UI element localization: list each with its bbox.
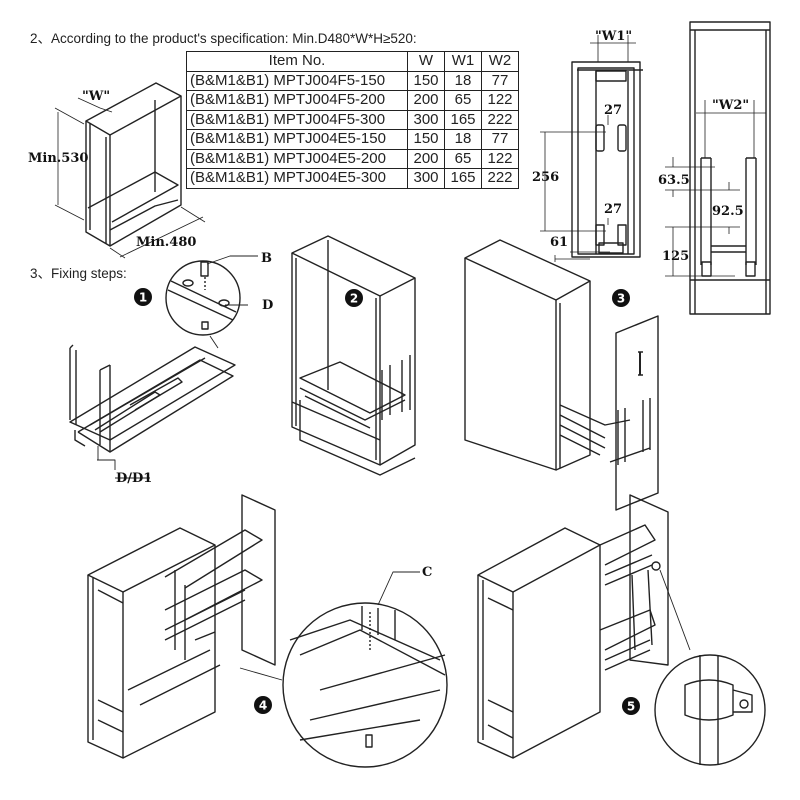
step-5-number: 5 xyxy=(627,700,635,714)
depth-dimension-label: Min.480 xyxy=(136,235,196,250)
spec-w1: 165 xyxy=(444,168,482,189)
w1-dimension-label: "W1" xyxy=(595,29,632,44)
callout-d-label: D xyxy=(262,298,273,313)
section-2-heading: 2、According to the product's specificati… xyxy=(30,31,417,46)
section-3-heading: 3、Fixing steps: xyxy=(30,266,127,281)
top-gap-27-label: 27 xyxy=(604,103,622,118)
w-dimension-label: "W" xyxy=(82,89,110,104)
step-2-badge: 2 xyxy=(345,289,363,307)
step-2-number: 2 xyxy=(350,292,358,306)
step-2-drawing xyxy=(291,235,416,476)
step-4-number: 4 xyxy=(259,699,267,713)
spec-w2: 122 xyxy=(481,148,519,169)
spec-table: Item No. W W1 W2 (B&M1&B1) MPTJ004F5-150… xyxy=(186,51,519,189)
spec-item-no: (B&M1&B1) MPTJ004F5-200 xyxy=(186,90,408,111)
callout-c-label: C xyxy=(422,565,432,580)
bottom-gap-27-label: 27 xyxy=(604,202,622,217)
step-5-drawing xyxy=(477,494,766,766)
base-61-label: 61 xyxy=(550,235,568,250)
step-3-number: 3 xyxy=(617,292,625,306)
step-4-drawing xyxy=(87,494,448,768)
step-4-badge: 4 xyxy=(254,696,272,714)
height-dimension-label: Min.530 xyxy=(28,151,88,166)
height-256-label: 256 xyxy=(532,170,559,185)
spec-w2: 77 xyxy=(481,70,519,91)
front-view-w2-diagram xyxy=(665,21,771,315)
spec-w2: 222 xyxy=(481,109,519,130)
step-3-badge: 3 xyxy=(612,289,630,307)
spec-item-no: (B&M1&B1) MPTJ004E5-300 xyxy=(186,168,408,189)
cabinet-dimension-diagram xyxy=(54,82,206,259)
step-1-drawing xyxy=(69,255,258,479)
front-view-w1-diagram xyxy=(540,35,643,260)
step-5-badge: 5 xyxy=(622,697,640,715)
spec-item-no: (B&M1&B1) MPTJ004E5-150 xyxy=(186,129,408,150)
dim-92-5-label: 92.5 xyxy=(712,204,744,219)
step-1-number: 1 xyxy=(139,291,147,305)
dim-125-label: 125 xyxy=(662,249,689,264)
spec-w: 150 xyxy=(407,70,445,91)
dim-63-5-label: 63.5 xyxy=(658,173,690,188)
callout-d-d1-label: D/D1 xyxy=(116,471,152,486)
step-3-drawing xyxy=(464,239,659,511)
step-1-badge: 1 xyxy=(134,288,152,306)
spec-w: 300 xyxy=(407,168,445,189)
w2-dimension-label: "W2" xyxy=(712,98,749,113)
callout-b-label: B xyxy=(261,251,272,266)
spec-w1: 165 xyxy=(444,109,482,130)
spec-w2: 222 xyxy=(481,168,519,189)
